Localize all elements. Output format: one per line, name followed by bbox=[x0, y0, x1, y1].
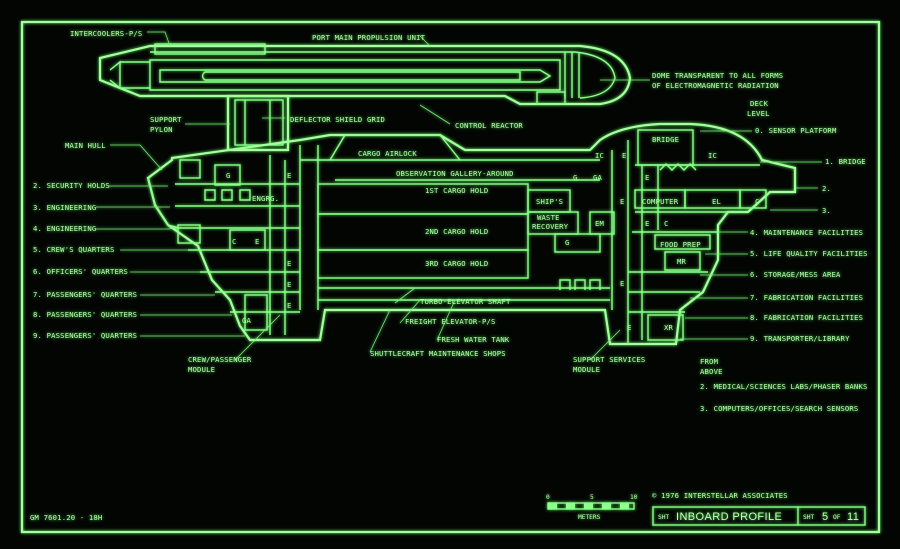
waste-label-2: RECOVERY bbox=[532, 222, 569, 231]
xr-label: XR bbox=[664, 323, 674, 332]
computer-label: COMPUTER bbox=[642, 197, 679, 206]
from-above-label-1: FROM bbox=[700, 357, 719, 366]
sheet-total: 11 bbox=[847, 511, 859, 523]
room-ga-2: GA bbox=[593, 173, 603, 182]
shuttlecraft-label: SHUTTLECRAFT MAINTENANCE SHOPS bbox=[370, 349, 506, 358]
room-g-3: G bbox=[565, 238, 570, 247]
sheet-of: OF bbox=[833, 514, 841, 521]
observation-gallery-label: OBSERVATION GALLERY-AROUND bbox=[396, 169, 514, 178]
waste-label-1: WASTE bbox=[537, 213, 560, 222]
intercoolers-label: INTERCOOLERS-P/S bbox=[70, 29, 142, 38]
sheet-title: INBOARD PROFILE bbox=[676, 511, 782, 523]
cargo-hold-2-label: 2ND CARGO HOLD bbox=[425, 227, 488, 236]
food-prep-label: FOOD PREP bbox=[660, 240, 701, 249]
room-g-1: G bbox=[226, 171, 231, 180]
left-deck-6: 6. OFFICERS' QUARTERS bbox=[33, 267, 128, 276]
cargo-hold-3-label: 3RD CARGO HOLD bbox=[425, 259, 488, 268]
port-main-propulsion-label: PORT MAIN PROPULSION UNIT bbox=[312, 33, 426, 42]
sht-label-1: SHT bbox=[658, 514, 669, 521]
room-e-3: E bbox=[287, 259, 292, 268]
cargo-hold-1-label: 1ST CARGO HOLD bbox=[425, 186, 488, 195]
right-deck-3: 3. bbox=[822, 206, 831, 215]
right-deck-7: 7. FABRICATION FACILITIES bbox=[750, 293, 863, 302]
scale-tick-5: 5 bbox=[590, 494, 594, 501]
right-deck-5: 5. LIFE QUALITY FACILITIES bbox=[750, 249, 868, 258]
em-label: EM bbox=[595, 219, 605, 228]
main-hull-label: MAIN HULL bbox=[65, 141, 106, 150]
sheet-border bbox=[20, 20, 881, 534]
right-deck-2: 2. bbox=[822, 184, 831, 193]
left-deck-2: 2. SECURITY HOLDS bbox=[33, 181, 110, 190]
room-c-1: C bbox=[232, 237, 237, 246]
sheet-number: 5 bbox=[822, 511, 829, 523]
room-g-2: G bbox=[573, 173, 578, 182]
ic-label-1: IC bbox=[595, 151, 604, 160]
deflector-label: DEFLECTOR SHIELD GRID bbox=[290, 115, 385, 124]
propulsion-nacelle bbox=[98, 43, 632, 106]
copyright-text: © 1976 INTERSTELLAR ASSOCIATES bbox=[652, 491, 788, 500]
support-module-label-2: MODULE bbox=[573, 365, 600, 374]
drawing-number: GM 7601.20 - 18H bbox=[30, 513, 102, 522]
main-hull bbox=[146, 122, 797, 346]
room-e-10: E bbox=[620, 279, 625, 288]
fresh-water-label: FRESH WATER TANK bbox=[437, 335, 510, 344]
left-deck-4: 4. ENGINEERING bbox=[33, 224, 96, 233]
support-pylon-label-2: PYLON bbox=[150, 125, 173, 134]
right-deck-6: 6. STORAGE/MESS AREA bbox=[750, 270, 841, 279]
deck-header-1: DECK bbox=[750, 99, 769, 108]
room-e-5: E bbox=[287, 301, 292, 310]
cargo-airlock-label: CARGO AIRLOCK bbox=[358, 149, 417, 158]
dome-label-1: DOME TRANSPARENT TO ALL FORMS bbox=[652, 71, 783, 80]
support-pylon-label-1: SUPPORT bbox=[150, 115, 182, 124]
mr-label: MR bbox=[677, 257, 687, 266]
scale-unit: METERS bbox=[578, 514, 601, 521]
right-deck-8: 8. FABRICATION FACILITIES bbox=[750, 313, 863, 322]
room-e-9: E bbox=[645, 219, 650, 228]
left-deck-9: 9. PASSENGERS' QUARTERS bbox=[33, 331, 137, 340]
room-ga-1: GA bbox=[242, 316, 252, 325]
room-e-6: E bbox=[622, 151, 627, 160]
scale-tick-10: 10 bbox=[630, 494, 638, 501]
sht-label-2: SHT bbox=[803, 514, 814, 521]
room-e-11: E bbox=[627, 323, 632, 332]
right-deck-0: 0. SENSOR PLATFORM bbox=[755, 126, 837, 135]
right-deck-9: 9. TRANSPORTER/LIBRARY bbox=[750, 334, 850, 343]
engrg-label: ENGRG. bbox=[252, 194, 279, 203]
room-e-8: E bbox=[620, 197, 625, 206]
bridge-room-label: BRIDGE bbox=[652, 135, 679, 144]
scale-tick-0: 0 bbox=[546, 494, 550, 501]
deck-header-2: LEVEL bbox=[747, 109, 770, 118]
ic-label-2: IC bbox=[708, 151, 717, 160]
support-module-label-1: SUPPORT SERVICES bbox=[573, 355, 645, 364]
left-deck-5: 5. CREW'S QUARTERS bbox=[33, 245, 115, 254]
room-c-3: C bbox=[664, 219, 669, 228]
el-label: EL bbox=[712, 197, 721, 206]
crew-module-label-1: CREW/PASSENGER bbox=[188, 355, 252, 364]
room-e-2: E bbox=[255, 237, 260, 246]
control-reactor-label: CONTROL REACTOR bbox=[455, 121, 523, 130]
freight-elevator-label: FREIGHT ELEVATOR-P/S bbox=[405, 317, 496, 326]
room-c-2: C bbox=[755, 197, 760, 206]
ships-label: SHIP'S bbox=[536, 197, 563, 206]
right-deck-1: 1. BRIDGE bbox=[825, 157, 866, 166]
room-e-1: E bbox=[287, 171, 292, 180]
left-deck-7: 7. PASSENGERS' QUARTERS bbox=[33, 290, 137, 299]
room-e-7: E bbox=[645, 173, 650, 182]
from-above-item-3: 3. COMPUTERS/OFFICES/SEARCH SENSORS bbox=[700, 404, 858, 413]
room-e-4: E bbox=[287, 280, 292, 289]
dome-label-2: OF ELECTROMAGNETIC RADIATION bbox=[652, 81, 779, 90]
turbo-elevator-label: TURBO-ELEVATOR SHAFT bbox=[420, 297, 511, 306]
from-above-item-2: 2. MEDICAL/SCIENCES LABS/PHASER BANKS bbox=[700, 382, 868, 391]
leader-lines bbox=[96, 31, 822, 361]
title-block bbox=[652, 506, 866, 526]
scale-bar bbox=[547, 502, 635, 510]
left-deck-8: 8. PASSENGERS' QUARTERS bbox=[33, 310, 137, 319]
right-deck-4: 4. MAINTENANCE FACILITIES bbox=[750, 228, 863, 237]
crew-module-label-2: MODULE bbox=[188, 365, 215, 374]
from-above-label-2: ABOVE bbox=[700, 367, 723, 376]
left-deck-3: 3. ENGINEERING bbox=[33, 203, 96, 212]
